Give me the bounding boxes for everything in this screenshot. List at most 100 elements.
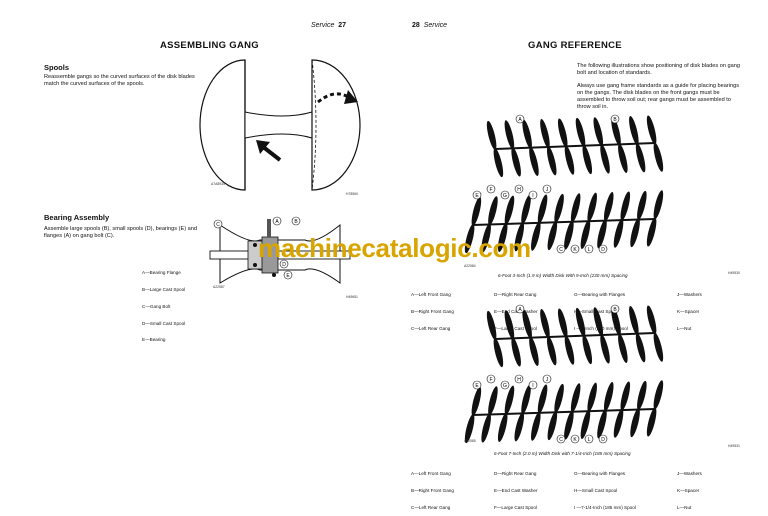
callout-label: K (573, 437, 577, 443)
disk-blade (547, 383, 564, 441)
gang-bolt (494, 332, 656, 340)
left-page-header: Service 27 (311, 22, 346, 29)
fig1-ref: H49530 (728, 271, 740, 275)
disk-blade (540, 119, 557, 176)
gang-bolt (472, 218, 656, 226)
fig1-legend-col-4: J—Washers K—Spacer L—Nut (677, 281, 702, 337)
legend-item: H—Small Cast Spool (574, 487, 618, 493)
legend-item: E—End Cast Washer (494, 487, 538, 493)
disk-blade (497, 385, 515, 442)
legend-item: E—End Cast Washer (494, 308, 538, 314)
disk-blade (575, 307, 593, 365)
legend-item: A—Left Front Gang (411, 292, 451, 298)
disk-blade (522, 119, 539, 176)
disk-blade (629, 306, 646, 363)
fig2-legend-col-4: J—Washers K—Spacer L—Nut (677, 460, 702, 516)
callout-label: D (601, 247, 605, 253)
callout-label: F (489, 377, 492, 383)
bearing-figure-ref: H49651 (346, 295, 358, 299)
fig2-legend-col-2: D—Right Rear Gang E—End Cast Washer F—La… (494, 460, 538, 516)
callout-circle (584, 244, 594, 254)
watermark: machinecatalogic.com (258, 233, 531, 263)
left-header-label: Service (311, 22, 335, 29)
legend-item: L—Nut (677, 325, 692, 331)
disk-blade (593, 307, 610, 364)
callout-label: J (546, 377, 549, 383)
legend-item: L—Nut (677, 504, 692, 510)
legend-item: K—Spacer (677, 308, 700, 314)
disk-blade (630, 380, 647, 438)
callout-label: A (518, 307, 522, 313)
bearing-callout-e: E (286, 273, 290, 279)
callout-label: B (613, 307, 617, 313)
disk-blade (646, 190, 664, 247)
legend-item: H—Small Cast Spool (574, 308, 618, 314)
disk-blade (531, 194, 548, 251)
callout-circle (515, 304, 525, 314)
callout-circle (486, 374, 496, 384)
spool-illustration (199, 59, 361, 191)
bearing-callout-c: C (216, 222, 220, 228)
spools-text: Reassemble gangs so the curved surfaces … (44, 74, 195, 87)
legend-item: D—Small Cast Spool (142, 320, 186, 326)
legend-item: C—Left Rear Gang (411, 504, 451, 510)
fig1-caption: 6-Foot 3-Inch (1.9 m) Width Disk With 9-… (498, 273, 628, 278)
callout-label: G (503, 383, 507, 389)
callout-circle (598, 434, 608, 444)
disk-blade (540, 309, 557, 366)
fig2-legend-col-1: A—Left Front Gang B—Right Front Gang C—L… (411, 460, 454, 516)
disk-blade (481, 386, 498, 443)
legend-item: B—Right Front Gang (411, 308, 454, 314)
disk-blade (531, 384, 548, 441)
left-page-title: ASSEMBLING GANG (160, 40, 259, 51)
bearing-heading: Bearing Assembly (44, 213, 110, 222)
callout-label: H (517, 377, 521, 383)
legend-item: D—Right Rear Gang (494, 292, 537, 298)
disk-blade (564, 383, 581, 440)
callout-label: I (532, 193, 533, 199)
legend-item: B—Large Cast Spool (142, 286, 186, 292)
disk-blade (613, 381, 631, 438)
fig2-legend-col-3: G—Bearing with Flanges H—Small Cast Spoo… (574, 460, 636, 516)
legend-item: J—Washers (677, 292, 702, 298)
callout-circle (610, 304, 620, 314)
disk-blade (486, 120, 504, 178)
callout-label: I (532, 383, 533, 389)
callout-circle (528, 190, 538, 200)
disk-blade (580, 192, 597, 249)
callout-circle (542, 184, 552, 194)
callout-circle (472, 380, 482, 390)
legend-item: C—Left Rear Gang (411, 325, 451, 331)
legend-item: G—Bearing with Flanges (574, 471, 626, 477)
disk-blade (547, 193, 564, 251)
callout-circle (598, 244, 608, 254)
legend-item: B—Right Front Gang (411, 487, 454, 493)
callout-label: G (503, 193, 507, 199)
legend-item: C—Gang Bolt (142, 303, 171, 309)
bearing-callout-b: B (294, 219, 298, 225)
disk-blade (593, 117, 610, 174)
right-header-label: Service (423, 22, 448, 29)
callout-circle (514, 374, 524, 384)
disk-blade (514, 385, 531, 442)
legend-item: D—Right Rear Gang (494, 471, 537, 477)
callout-circle (570, 434, 580, 444)
disk-blade (514, 195, 531, 252)
callout-circle (500, 190, 510, 200)
gang-bolt (472, 408, 656, 416)
callout-label: J (546, 187, 549, 193)
callout-circle (486, 184, 496, 194)
callout-label: D (601, 437, 605, 443)
bearing-figure-code: A22587 (213, 285, 225, 289)
disk-blade (564, 193, 581, 250)
right-page-title: GANG REFERENCE (528, 40, 622, 51)
callout-circle (556, 434, 566, 444)
bearing-callout-a: A (275, 219, 279, 225)
gang-ref-para1: The following illustrations show positio… (577, 63, 740, 76)
callout-label: K (573, 247, 577, 253)
disk-blade (646, 380, 664, 437)
callout-label: B (613, 117, 617, 123)
disk-blade (597, 382, 614, 439)
disk-blade (597, 192, 614, 249)
